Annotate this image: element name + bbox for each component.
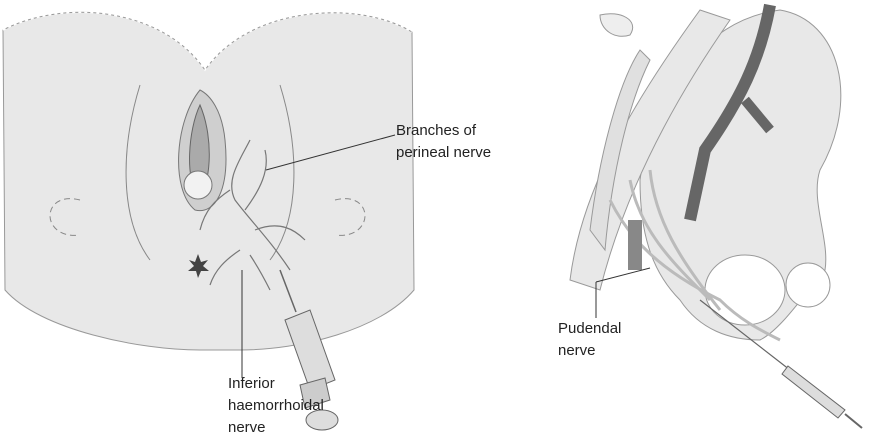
- label-line: nerve: [228, 419, 266, 436]
- perineal-nerve-label: Branches of perineal nerve: [396, 120, 491, 164]
- syringe-left: [279, 269, 339, 431]
- pudendal-nerve-label: Pudendal nerve: [558, 318, 621, 362]
- pelvis-figure: [569, 3, 863, 429]
- nerve-branches: [199, 139, 306, 291]
- label-line: Branches of: [396, 122, 477, 139]
- perineal-leader: [265, 134, 396, 171]
- label-line: haemorrhoidal: [228, 397, 324, 414]
- syringe-right: [699, 299, 863, 429]
- label-line: nerve: [558, 342, 596, 359]
- label-line: Inferior: [228, 375, 275, 392]
- pudendal-nerve-fibres: [608, 169, 781, 342]
- vessel: [684, 3, 776, 222]
- anus-marker: [188, 254, 209, 278]
- label-line: perineal nerve: [396, 144, 492, 161]
- label-line: Pudendal: [558, 320, 622, 337]
- haemorrhoidal-nerve-label: Inferior haemorrhoidal nerve: [228, 373, 324, 439]
- perineum-figure: [2, 11, 415, 431]
